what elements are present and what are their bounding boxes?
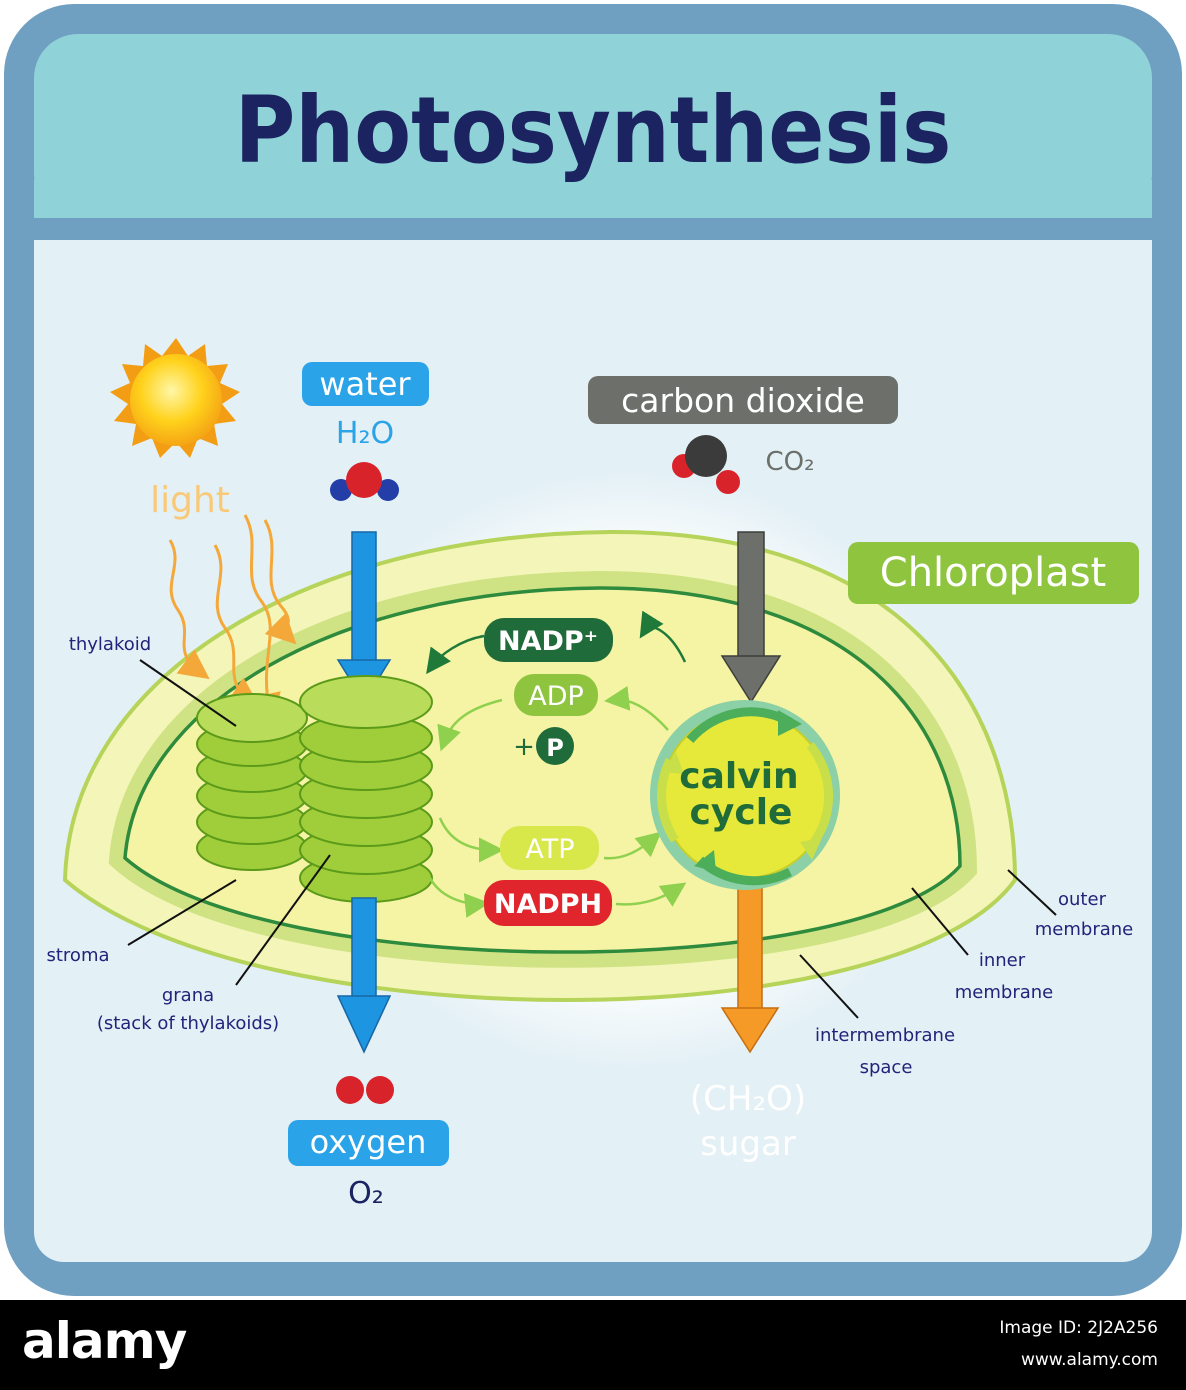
oxygen-arrow bbox=[336, 897, 392, 1054]
granum-left bbox=[196, 693, 308, 871]
sun-icon bbox=[110, 338, 240, 458]
phosphate-label: P bbox=[546, 734, 564, 762]
header-band bbox=[34, 34, 1152, 218]
inner-membrane-label-line2: membrane bbox=[955, 982, 1053, 1003]
molecule-flow-arrows bbox=[426, 610, 687, 918]
leader-lines bbox=[127, 659, 1057, 1019]
calvin-cycle-line1: calvin bbox=[679, 756, 798, 797]
intermembrane-label-line1: intermembrane bbox=[815, 1025, 955, 1046]
nadp-box bbox=[484, 618, 613, 662]
nadph-label: NADPH bbox=[494, 889, 602, 920]
chloroplast-label-box bbox=[848, 542, 1139, 604]
adp-box bbox=[514, 674, 598, 716]
water-label-box bbox=[302, 362, 429, 406]
co2-arrow bbox=[720, 531, 782, 704]
co2-label: carbon dioxide bbox=[621, 381, 865, 420]
nadp-label: NADP⁺ bbox=[498, 626, 598, 657]
water-formula: H₂O bbox=[336, 416, 394, 451]
phosphate-badge bbox=[536, 727, 574, 765]
nadph-box bbox=[484, 880, 612, 926]
oxygen-molecule-icon bbox=[336, 1076, 394, 1104]
inner-membrane-label-line1: inner bbox=[979, 950, 1026, 971]
oxygen-formula: O₂ bbox=[348, 1176, 384, 1211]
grana-label-line2: (stack of thylakoids) bbox=[97, 1013, 279, 1034]
adp-label: ADP bbox=[528, 681, 584, 712]
thylakoid-label: thylakoid bbox=[69, 634, 151, 655]
granum-right bbox=[299, 675, 433, 903]
stock-footer: alamy Image ID: 2J2A256 www.alamy.com bbox=[0, 1300, 1186, 1390]
outer-membrane-label-line1: outer bbox=[1058, 889, 1107, 910]
co2-label-box bbox=[588, 376, 898, 424]
site-url: www.alamy.com bbox=[1020, 1350, 1158, 1370]
chloroplast-label: Chloroplast bbox=[880, 550, 1106, 596]
brand-logo: alamy bbox=[22, 1312, 187, 1370]
calvin-cycle-line2: cycle bbox=[690, 792, 793, 833]
co2-formula: CO₂ bbox=[765, 447, 814, 477]
water-molecule-icon bbox=[330, 462, 399, 501]
stroma-label: stroma bbox=[46, 945, 109, 966]
co2-molecule-icon bbox=[672, 435, 740, 494]
sugar-label: sugar bbox=[700, 1124, 796, 1164]
oxygen-label-box bbox=[288, 1120, 449, 1166]
page-title: Photosynthesis bbox=[235, 77, 952, 184]
plus-sign: + bbox=[513, 732, 535, 762]
photosynthesis-diagram: Photosynthesis light water H₂O carbon di… bbox=[4, 4, 1182, 1296]
image-id: Image ID: 2J2A256 bbox=[999, 1318, 1158, 1338]
atp-label: ATP bbox=[525, 834, 574, 865]
oxygen-label: oxygen bbox=[310, 1123, 427, 1161]
atp-box bbox=[500, 826, 599, 870]
intermembrane-label-line2: space bbox=[860, 1057, 913, 1078]
outer-membrane-label-line2: membrane bbox=[1035, 919, 1133, 940]
intermembrane-space-region bbox=[108, 570, 978, 968]
light-label: light bbox=[150, 480, 230, 521]
water-label: water bbox=[319, 365, 411, 403]
light-rays bbox=[168, 514, 297, 724]
grana-label-line1: grana bbox=[162, 985, 214, 1006]
sugar-formula: (CH₂O) bbox=[690, 1079, 806, 1119]
calvin-cycle bbox=[650, 700, 840, 890]
